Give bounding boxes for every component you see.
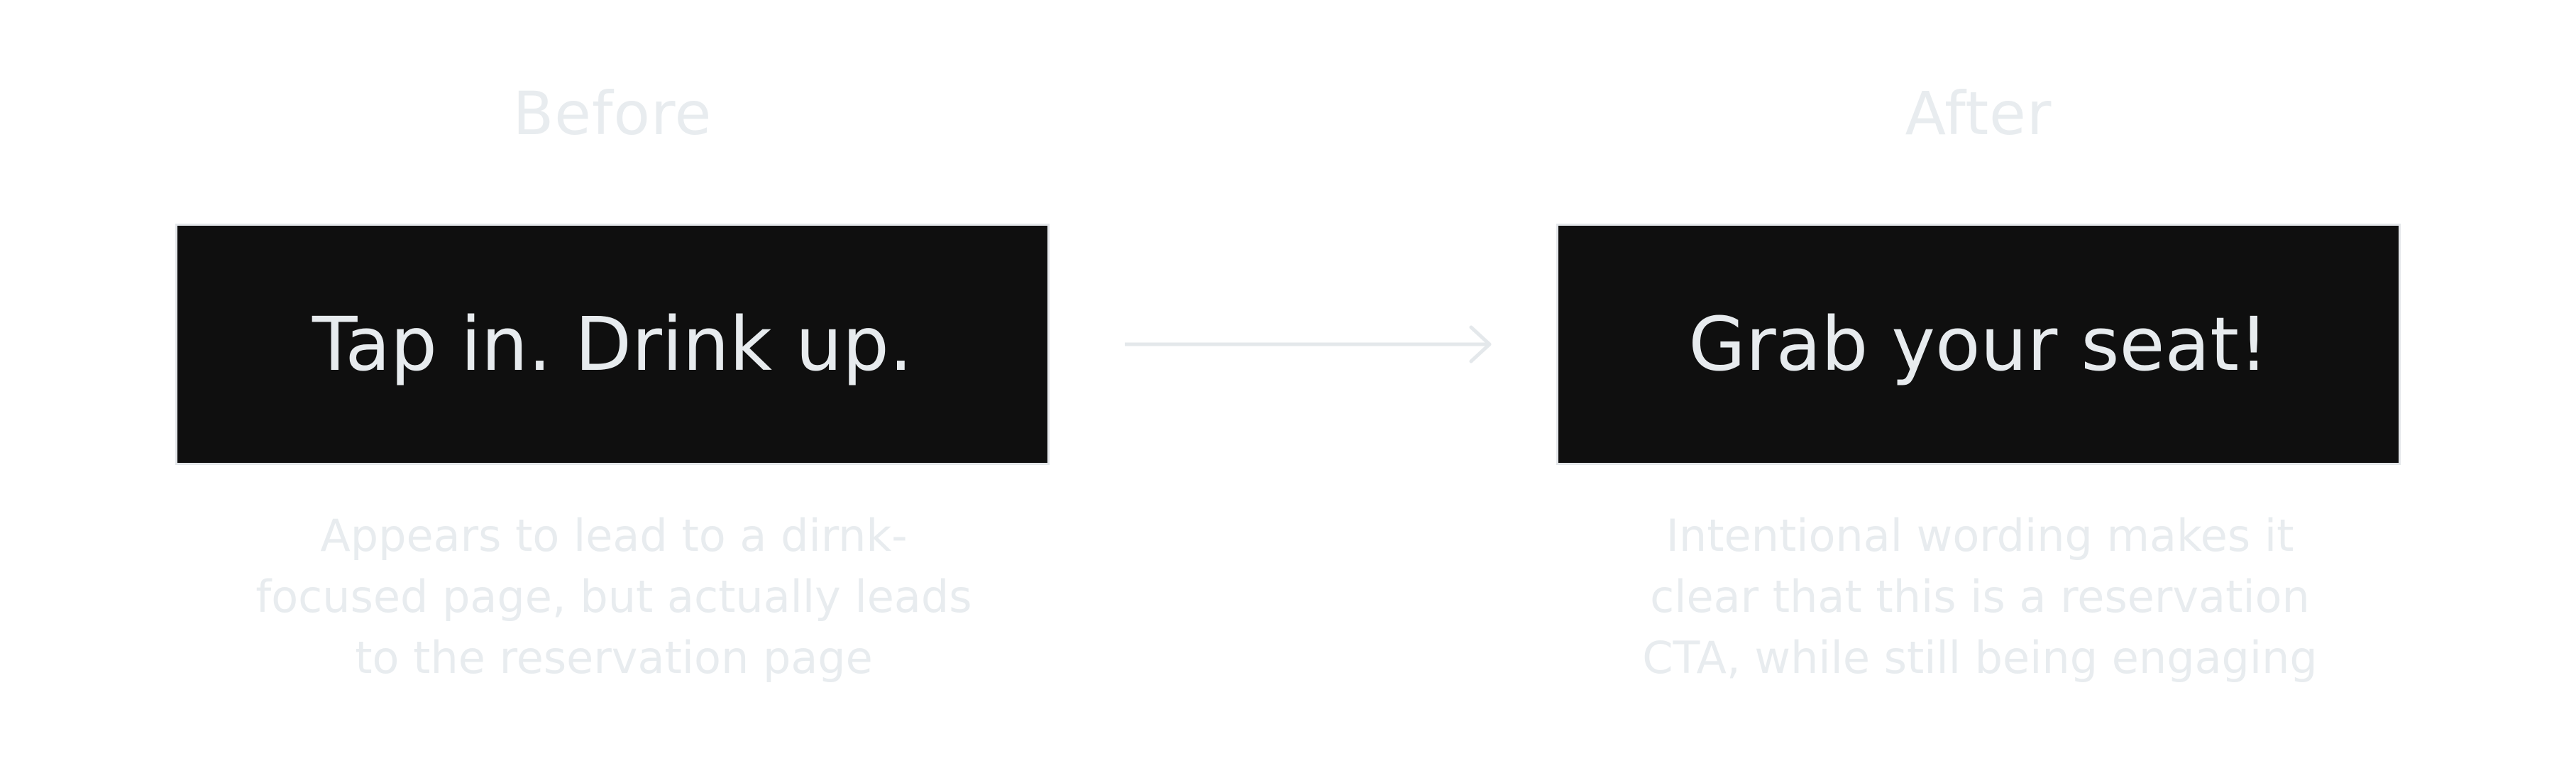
after-cta-label: Grab your seat! — [1688, 301, 2269, 388]
before-heading: Before — [512, 79, 712, 148]
after-heading: After — [1905, 79, 2052, 148]
before-cta-label: Tap in. Drink up. — [312, 301, 913, 388]
arrow-right-icon — [1125, 325, 1492, 363]
before-description: Appears to lead to a dirnk-focused page,… — [255, 510, 972, 684]
before-cta-button[interactable]: Tap in. Drink up. — [175, 224, 1050, 465]
after-description: Intentional wording makes it clear that … — [1642, 510, 2318, 684]
after-cta-button[interactable]: Grab your seat! — [1556, 224, 2401, 465]
